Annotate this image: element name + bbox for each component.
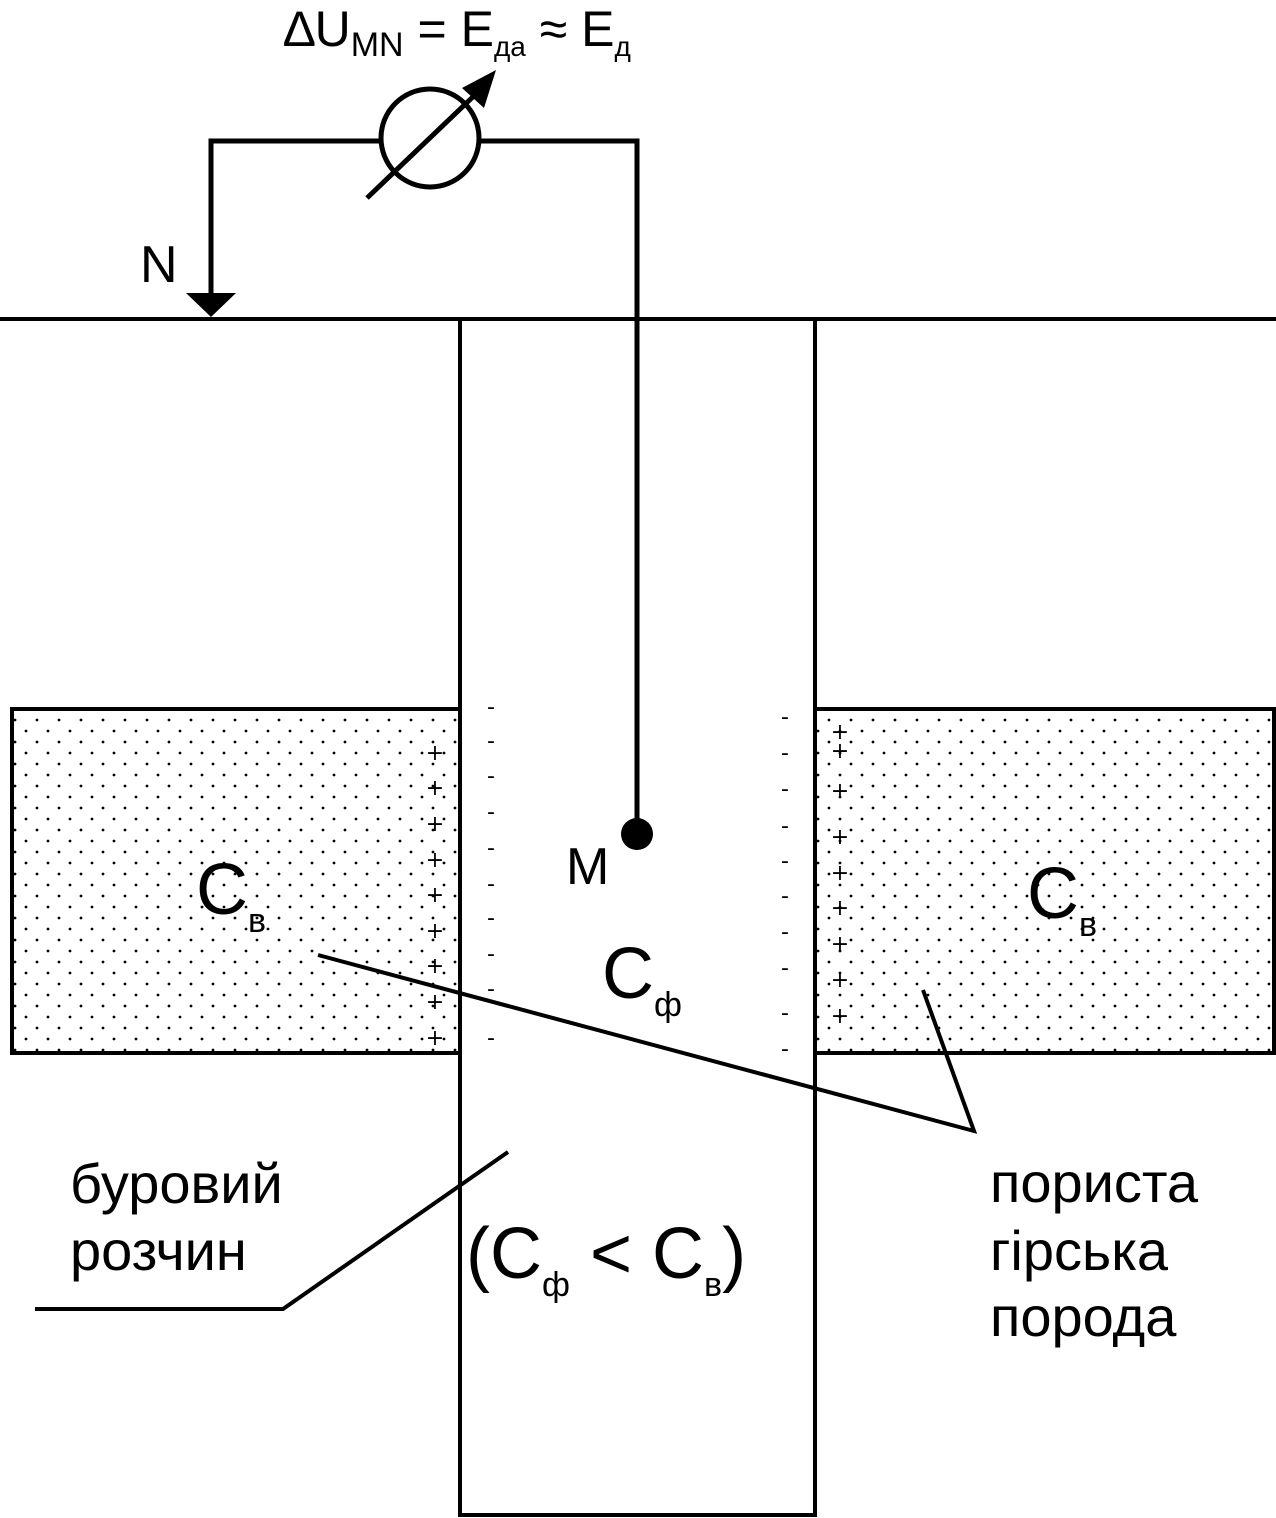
minus-charge: - xyxy=(781,920,789,945)
minus-charge: - xyxy=(487,977,495,1002)
plus-charge: + xyxy=(831,720,849,745)
plus-charge: + xyxy=(426,990,444,1015)
formation-left xyxy=(10,707,462,1055)
plus-charge: + xyxy=(831,896,849,921)
rock-label-line3: порода xyxy=(990,1285,1177,1348)
plus-charge: + xyxy=(426,954,444,979)
rock-label-line1: пориста xyxy=(990,1151,1199,1214)
minus-charges-right: - - - - - - - - - - xyxy=(781,705,789,1062)
concentration-condition: (Cф < Cв) xyxy=(466,1214,746,1304)
plus-charge: + xyxy=(831,1004,849,1029)
electrode-m-label: M xyxy=(566,838,609,896)
mud-filtrate-concentration: Cф xyxy=(602,934,682,1024)
electrode-m xyxy=(621,818,653,850)
mud-label-line2: розчин xyxy=(70,1219,247,1282)
plus-charge: + xyxy=(426,776,444,801)
plus-charge: + xyxy=(831,739,849,764)
minus-charge: - xyxy=(487,729,495,754)
minus-charge: - xyxy=(781,849,789,874)
electrode-n-label: N xyxy=(140,236,178,294)
minus-charge: - xyxy=(487,800,495,825)
leader-mud xyxy=(35,1150,510,1311)
plus-charge: + xyxy=(426,812,444,837)
minus-charge: - xyxy=(781,814,789,839)
leader-porous-rock xyxy=(317,953,978,1134)
plus-charge: + xyxy=(831,825,849,850)
formula-label: ∆UMN = Eда ≈ Eд xyxy=(284,1,631,64)
minus-charge: - xyxy=(487,906,495,931)
plus-charge: + xyxy=(426,1026,444,1051)
plus-charge: + xyxy=(426,919,444,944)
minus-charge: - xyxy=(487,942,495,967)
minus-charge: - xyxy=(487,695,495,720)
voltmeter-arrowhead-icon xyxy=(462,70,496,108)
mud-label-line1: буровий xyxy=(70,1152,283,1215)
plus-charge: + xyxy=(426,741,444,766)
minus-charge: - xyxy=(781,1037,789,1062)
electrode-n-arrow xyxy=(186,293,236,317)
plus-charge: + xyxy=(426,848,444,873)
wire-n xyxy=(208,138,381,295)
minus-charge: - xyxy=(781,1001,789,1026)
minus-charges-left: - - - - - - - - - - xyxy=(487,695,495,1051)
minus-charge: - xyxy=(781,777,789,802)
wire-m xyxy=(479,138,640,834)
formation-left-concentration: Cв xyxy=(196,850,266,940)
minus-charge: - xyxy=(487,1026,495,1051)
plus-charge: + xyxy=(831,861,849,886)
plus-charge: + xyxy=(831,968,849,993)
plus-charge: + xyxy=(831,779,849,804)
plus-charge: + xyxy=(831,932,849,957)
minus-charge: - xyxy=(487,836,495,861)
minus-charge: - xyxy=(781,884,789,909)
formation-right xyxy=(813,707,1276,1055)
minus-charge: - xyxy=(781,705,789,730)
minus-charge: - xyxy=(487,764,495,789)
minus-charge: - xyxy=(487,872,495,897)
minus-charge: - xyxy=(781,956,789,981)
minus-charge: - xyxy=(781,741,789,766)
voltmeter-needle xyxy=(365,90,480,200)
plus-charges-left: + + + + + + + + + xyxy=(426,741,444,1051)
plus-charges-right: +++++++++ xyxy=(831,720,849,1029)
rock-label-line2: гірська xyxy=(990,1219,1169,1282)
plus-charge: + xyxy=(426,883,444,908)
formation-right-concentration: Cв xyxy=(1027,854,1097,944)
